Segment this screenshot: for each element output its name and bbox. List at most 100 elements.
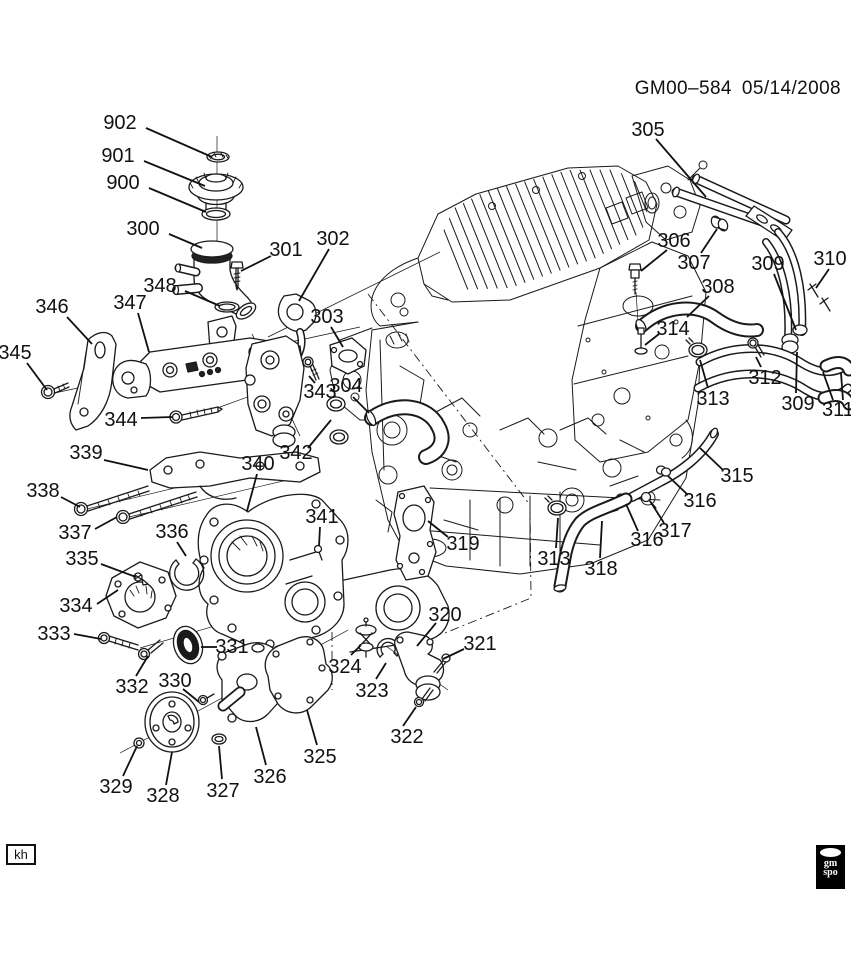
- leader-323: [375, 662, 387, 680]
- part-bolt-341: [313, 544, 323, 561]
- callout-309b: 309: [781, 393, 814, 415]
- logo-text-top: gm: [823, 858, 838, 869]
- leader-309a: [773, 273, 797, 331]
- leader-318: [599, 520, 603, 559]
- callout-343: 343: [303, 381, 336, 403]
- leader-348: [184, 290, 221, 307]
- part-gasket-319: [393, 485, 437, 581]
- leader-327: [218, 745, 223, 780]
- callout-342: 342: [279, 442, 312, 464]
- part-grommet-307: [710, 215, 729, 232]
- callout-327: 327: [206, 780, 239, 802]
- leader-319: [427, 520, 449, 538]
- callout-313a: 313: [696, 388, 729, 410]
- leader-335: [100, 563, 137, 578]
- leader-328: [165, 751, 173, 786]
- part-bolt-337: [115, 491, 198, 525]
- part-bolt-330: [197, 693, 215, 706]
- drawing-header: GM00–584 05/14/2008: [0, 78, 841, 100]
- callout-336: 336: [155, 521, 188, 543]
- callout-341: 341: [305, 506, 338, 528]
- callout-344: 344: [104, 409, 137, 431]
- callout-301: 301: [269, 239, 302, 261]
- part-sensor-306: [628, 263, 642, 295]
- part-brace-346: [69, 331, 117, 431]
- callout-310: 310: [813, 248, 846, 270]
- logo-oval: [820, 848, 841, 857]
- part-clips-310: [807, 283, 831, 312]
- leader-300: [168, 233, 203, 249]
- author-tag: kh: [14, 847, 28, 862]
- callout-329: 329: [99, 776, 132, 798]
- part-stud-314: [634, 327, 648, 355]
- callout-321: 321: [463, 633, 496, 655]
- leader-326: [255, 726, 267, 766]
- part-pulley-328: [144, 691, 200, 753]
- leader-324: [350, 644, 362, 656]
- part-seal-331: [172, 625, 204, 665]
- part-plate-334: [105, 561, 177, 629]
- callout-325: 325: [303, 746, 336, 768]
- part-bolt-301: [230, 261, 244, 291]
- callout-309a: 309: [751, 253, 784, 275]
- part-filler-neck-300: [172, 240, 257, 320]
- leader-339: [103, 459, 149, 471]
- callout-312: 312: [748, 367, 781, 389]
- callout-348: 348: [143, 275, 176, 297]
- part-bracket-347: [112, 315, 305, 448]
- part-clamp-316a: [655, 465, 672, 477]
- leader-305: [655, 138, 707, 198]
- drawing-number: GM00–584: [634, 78, 732, 99]
- leader-329: [122, 745, 138, 777]
- part-thermostat-324: [355, 617, 377, 658]
- callout-330: 330: [158, 670, 191, 692]
- callout-340: 340: [241, 453, 274, 475]
- callout-305: 305: [631, 119, 664, 141]
- part-bolt-345: [40, 382, 70, 400]
- part-pressure-cap-901: [188, 172, 244, 217]
- part-bolt-322: [413, 687, 434, 708]
- part-nut-329: [133, 737, 145, 749]
- part-screw-335: [133, 572, 149, 586]
- callout-902: 902: [103, 112, 136, 134]
- callout-901: 901: [101, 145, 134, 167]
- part-heater-pipes-305: [671, 173, 793, 242]
- leader-310: [815, 268, 830, 289]
- callout-332: 332: [115, 676, 148, 698]
- leader-312: [755, 356, 762, 368]
- leader-341: [318, 526, 321, 547]
- callout-345: 345: [0, 342, 32, 364]
- leader-311-1: [840, 372, 844, 401]
- leader-317: [649, 500, 665, 524]
- gm-spo-logo: gm spo: [816, 845, 845, 889]
- leader-340: [246, 473, 258, 512]
- valve-cover: [571, 241, 707, 463]
- callout-323: 323: [355, 680, 388, 702]
- part-bolt-343: [302, 356, 320, 381]
- part-bolt-332: [137, 639, 164, 661]
- callout-317: 317: [658, 520, 691, 542]
- callout-302: 302: [316, 228, 349, 250]
- leader-344: [140, 416, 173, 419]
- callout-337: 337: [58, 522, 91, 544]
- part-bracket-339: [149, 451, 321, 500]
- part-clamp-313b: [544, 495, 567, 516]
- part-front-cover-340: [197, 493, 450, 653]
- drawing-date: 05/14/2008: [741, 78, 841, 99]
- callout-320: 320: [428, 604, 461, 626]
- leader-320: [416, 622, 437, 647]
- leader-306: [640, 249, 668, 272]
- author-tag-box: kh: [6, 844, 36, 865]
- part-hose-308: [635, 301, 764, 338]
- leader-325: [306, 709, 318, 746]
- callout-304: 304: [329, 375, 362, 397]
- callout-318: 318: [584, 558, 617, 580]
- callout-322: 322: [390, 726, 423, 748]
- intake-manifold: [417, 165, 658, 303]
- callout-307: 307: [677, 252, 710, 274]
- part-seal-348: [214, 301, 240, 313]
- part-cap-gasket-900: [201, 207, 231, 221]
